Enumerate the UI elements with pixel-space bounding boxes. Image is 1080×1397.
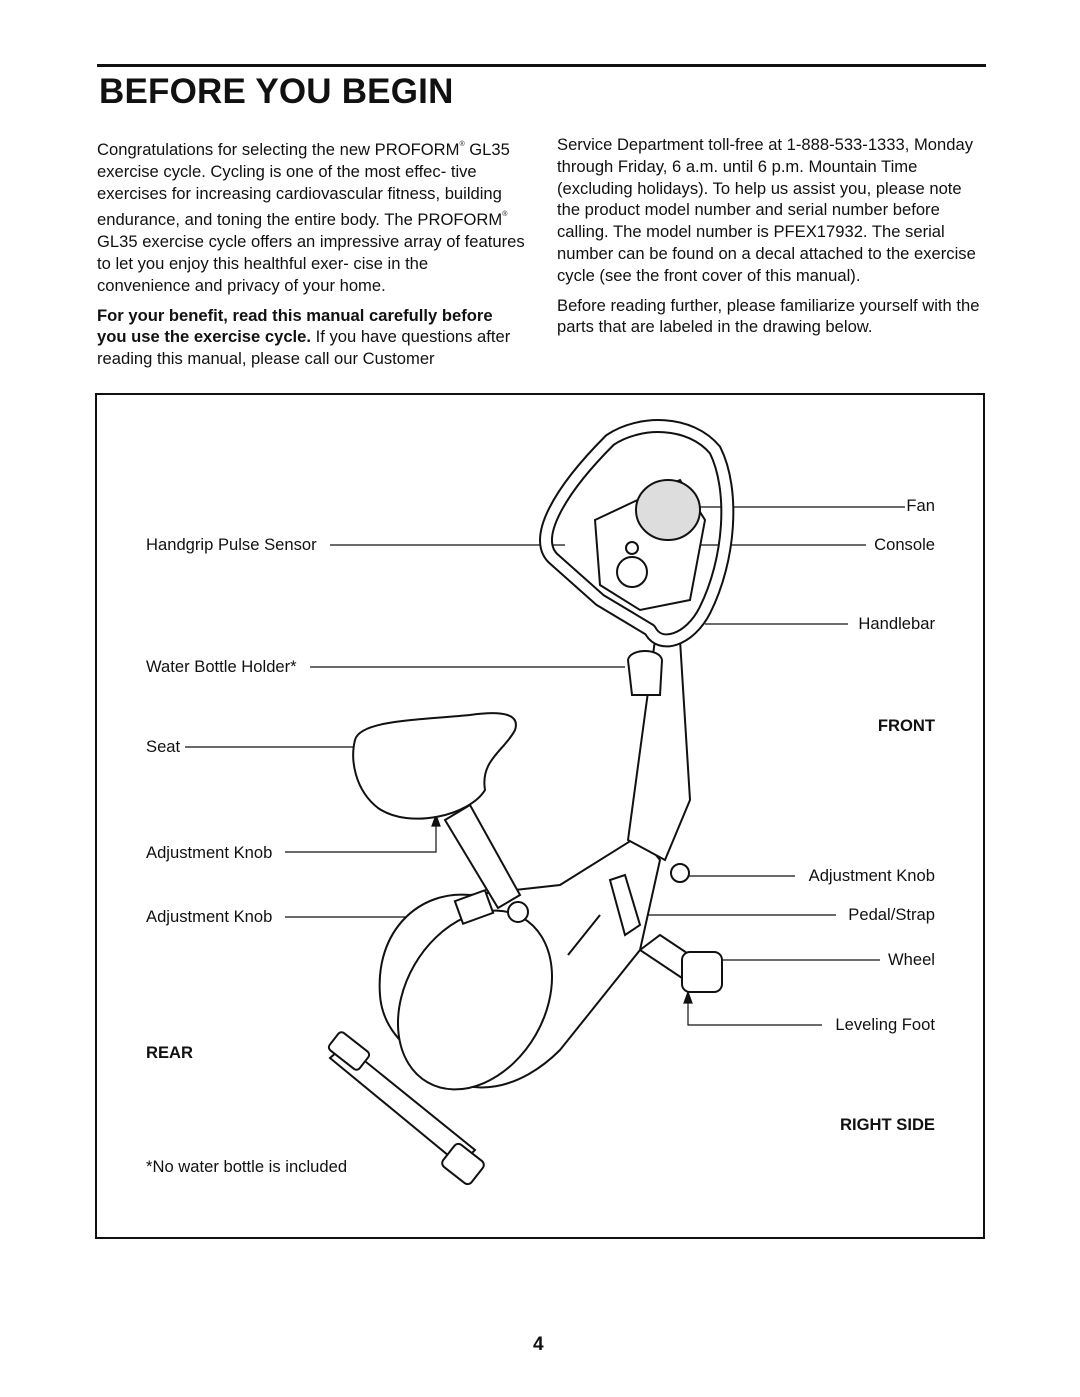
intro-paragraph: Congratulations for selecting the new PR…	[97, 140, 525, 295]
header-rule	[97, 64, 986, 67]
label-adjustment-knob-seat: Adjustment Knob	[146, 843, 273, 862]
manual-notice-paragraph: For your benefit, read this manual caref…	[97, 305, 511, 369]
label-handlebar: Handlebar	[858, 614, 935, 633]
label-fan: Fan	[906, 496, 935, 515]
familiarize-paragraph: Before reading further, please familiari…	[557, 295, 980, 337]
footnote-no-water-bottle: *No water bottle is included	[146, 1157, 348, 1176]
label-water-bottle-holder: Water Bottle Holder*	[146, 657, 297, 676]
page-heading: BEFORE YOU BEGIN	[99, 72, 454, 111]
label-wheel: Wheel	[887, 950, 935, 969]
label-pedal-strap: Pedal/Strap	[848, 905, 935, 924]
left-column: Congratulations for selecting the new PR…	[97, 134, 525, 378]
label-seat: Seat	[146, 737, 181, 756]
label-adjustment-knob-resistance: Adjustment Knob	[146, 907, 273, 926]
label-adjustment-knob-front: Adjustment Knob	[808, 866, 935, 885]
diagram-frame	[95, 393, 985, 1239]
leader-lines	[185, 506, 905, 1026]
label-leveling-foot: Leveling Foot	[835, 1015, 935, 1034]
orientation-right-side: RIGHT SIDE	[840, 1115, 935, 1134]
page-number: 4	[533, 1334, 544, 1355]
cycle-frame	[327, 419, 735, 1186]
right-column: Service Department toll-free at 1-888-53…	[557, 134, 985, 346]
service-paragraph: Service Department toll-free at 1-888-53…	[557, 135, 976, 285]
orientation-rear: REAR	[146, 1043, 194, 1062]
label-handgrip-pulse-sensor: Handgrip Pulse Sensor	[146, 535, 317, 554]
label-console: Console	[874, 535, 935, 554]
orientation-front: FRONT	[877, 716, 935, 735]
